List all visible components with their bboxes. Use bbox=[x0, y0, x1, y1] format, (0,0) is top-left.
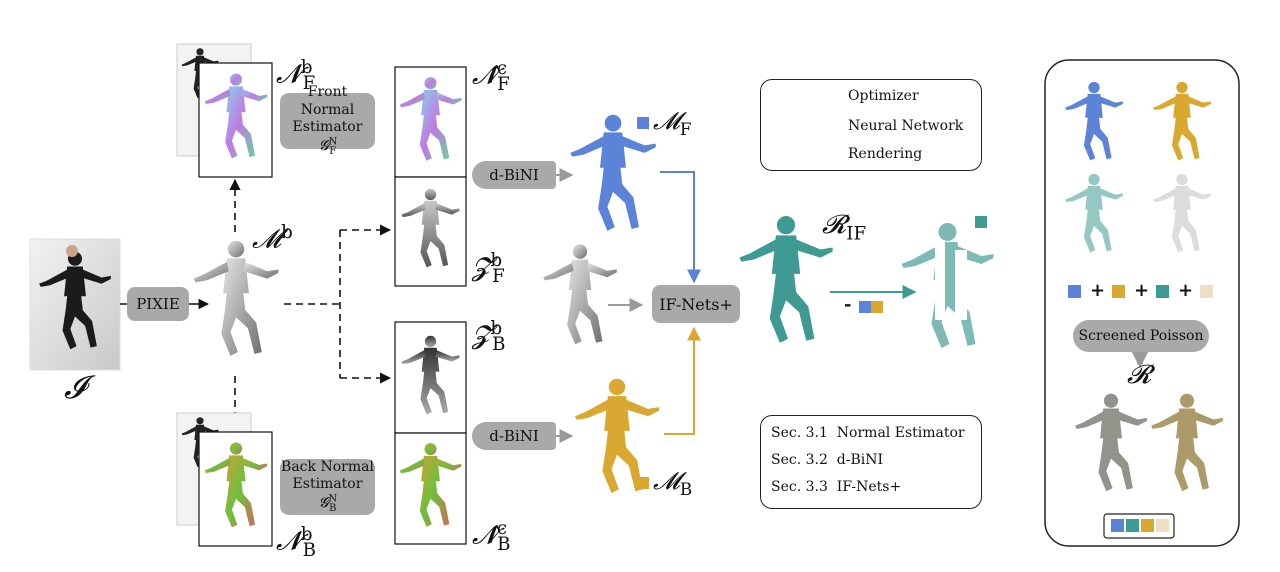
clothed-normal-back-symbol: 𝓝̂cB bbox=[472, 518, 511, 555]
mesh-back bbox=[574, 378, 660, 494]
legend-optimizer: Optimizer bbox=[848, 88, 919, 104]
screened-poisson-node: Screened Poisson bbox=[1073, 320, 1209, 352]
recon-final-symbol: 𝓡 bbox=[1127, 360, 1152, 390]
legend-neural-network: Neural Network bbox=[848, 118, 964, 134]
legend-rendering: Rendering bbox=[848, 146, 923, 162]
sections-box bbox=[760, 415, 982, 509]
minus-sign: - bbox=[844, 294, 852, 315]
legend-box bbox=[760, 79, 982, 171]
section-1: Sec. 3.1 Normal Estimator bbox=[771, 425, 965, 441]
recon-if-symbol: 𝓡IF bbox=[822, 210, 867, 245]
ifnets-node: IF-Nets+ bbox=[652, 285, 740, 323]
dbini-top-node: d-BiNI bbox=[472, 161, 556, 189]
front-normal-estimator: Front Normal Estimator 𝓖NF bbox=[280, 84, 375, 157]
recon-if-fragments bbox=[901, 223, 994, 348]
depth-front-symbol: 𝓩bF bbox=[472, 250, 505, 287]
mesh-front bbox=[570, 114, 656, 231]
mesh-front-symbol: 𝓜F bbox=[653, 107, 692, 139]
plus-3: + bbox=[1178, 280, 1194, 301]
clothed-normal-front-symbol: 𝓝̂cF bbox=[472, 58, 510, 95]
recon-if bbox=[739, 216, 833, 343]
input-image-symbol: 𝓘 bbox=[64, 368, 86, 406]
fusion-panel bbox=[1044, 59, 1240, 547]
plus-2: + bbox=[1134, 280, 1150, 301]
normal-back-symbol: 𝓝bB bbox=[276, 524, 316, 561]
normal-front-symbol: 𝓝bF bbox=[276, 57, 316, 94]
section-2: Sec. 3.2 d-BiNI bbox=[771, 452, 884, 468]
depth-back-symbol: 𝓩bB bbox=[472, 318, 506, 355]
dbini-bottom-node: d-BiNI bbox=[472, 422, 556, 450]
pixie-node: PIXIE bbox=[127, 287, 189, 321]
body-mesh-symbol: 𝓜b bbox=[252, 222, 293, 255]
back-normal-estimator: Back Normal Estimator 𝓖NB bbox=[280, 458, 375, 515]
mesh-back-symbol: 𝓜B bbox=[653, 467, 693, 499]
body-mesh bbox=[193, 240, 279, 356]
section-3: Sec. 3.3 IF-Nets+ bbox=[771, 479, 902, 495]
plus-1: + bbox=[1090, 280, 1106, 301]
